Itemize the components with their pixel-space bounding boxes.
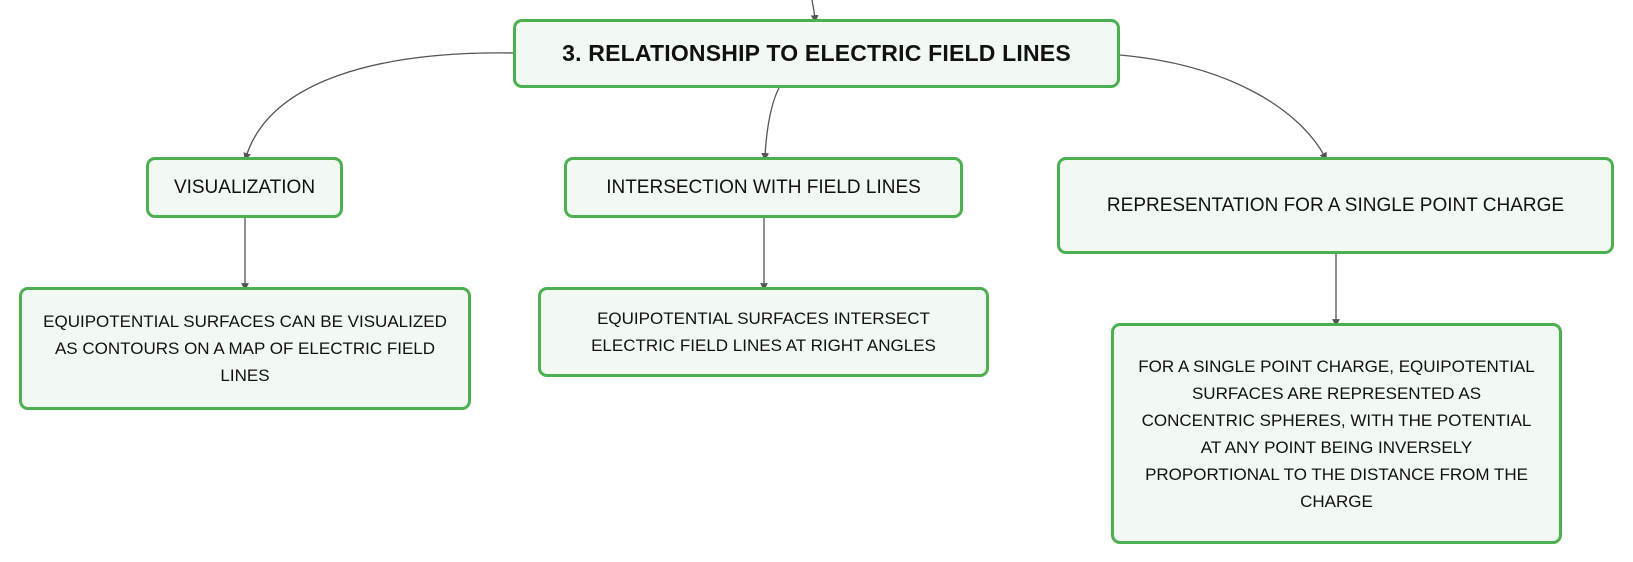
detail-node-intersection[interactable]: EQUIPOTENTIAL SURFACES INTERSECT ELECTRI…	[538, 287, 989, 377]
topic-node-intersection[interactable]: INTERSECTION WITH FIELD LINES	[564, 157, 963, 218]
root-node[interactable]: 3. RELATIONSHIP TO ELECTRIC FIELD LINES	[513, 19, 1120, 88]
connector-root-to-intersection	[761, 87, 780, 161]
detail-node-text: EQUIPOTENTIAL SURFACES CAN BE VISUALIZED…	[43, 312, 447, 385]
topic-node-label: VISUALIZATION	[173, 176, 316, 198]
detail-node-text: EQUIPOTENTIAL SURFACES INTERSECT ELECTRI…	[591, 309, 936, 355]
connector-root-to-visualization	[243, 52, 514, 161]
topic-node-visualization[interactable]: VISUALIZATION	[146, 157, 343, 218]
topic-node-representation[interactable]: REPRESENTATION FOR A SINGLE POINT CHARGE	[1057, 157, 1614, 254]
root-node-label: 3. RELATIONSHIP TO ELECTRIC FIELD LINES	[562, 40, 1071, 66]
topic-node-label: INTERSECTION WITH FIELD LINES	[606, 176, 921, 198]
detail-node-text: FOR A SINGLE POINT CHARGE, EQUIPOTENTIAL…	[1138, 356, 1535, 511]
connector-root-to-representation	[1119, 54, 1327, 161]
incoming-connector	[810, 0, 819, 23]
detail-node-visualization[interactable]: EQUIPOTENTIAL SURFACES CAN BE VISUALIZED…	[19, 287, 471, 410]
topic-node-label: REPRESENTATION FOR A SINGLE POINT CHARGE	[1106, 194, 1565, 216]
detail-node-representation[interactable]: FOR A SINGLE POINT CHARGE, EQUIPOTENTIAL…	[1111, 323, 1562, 544]
